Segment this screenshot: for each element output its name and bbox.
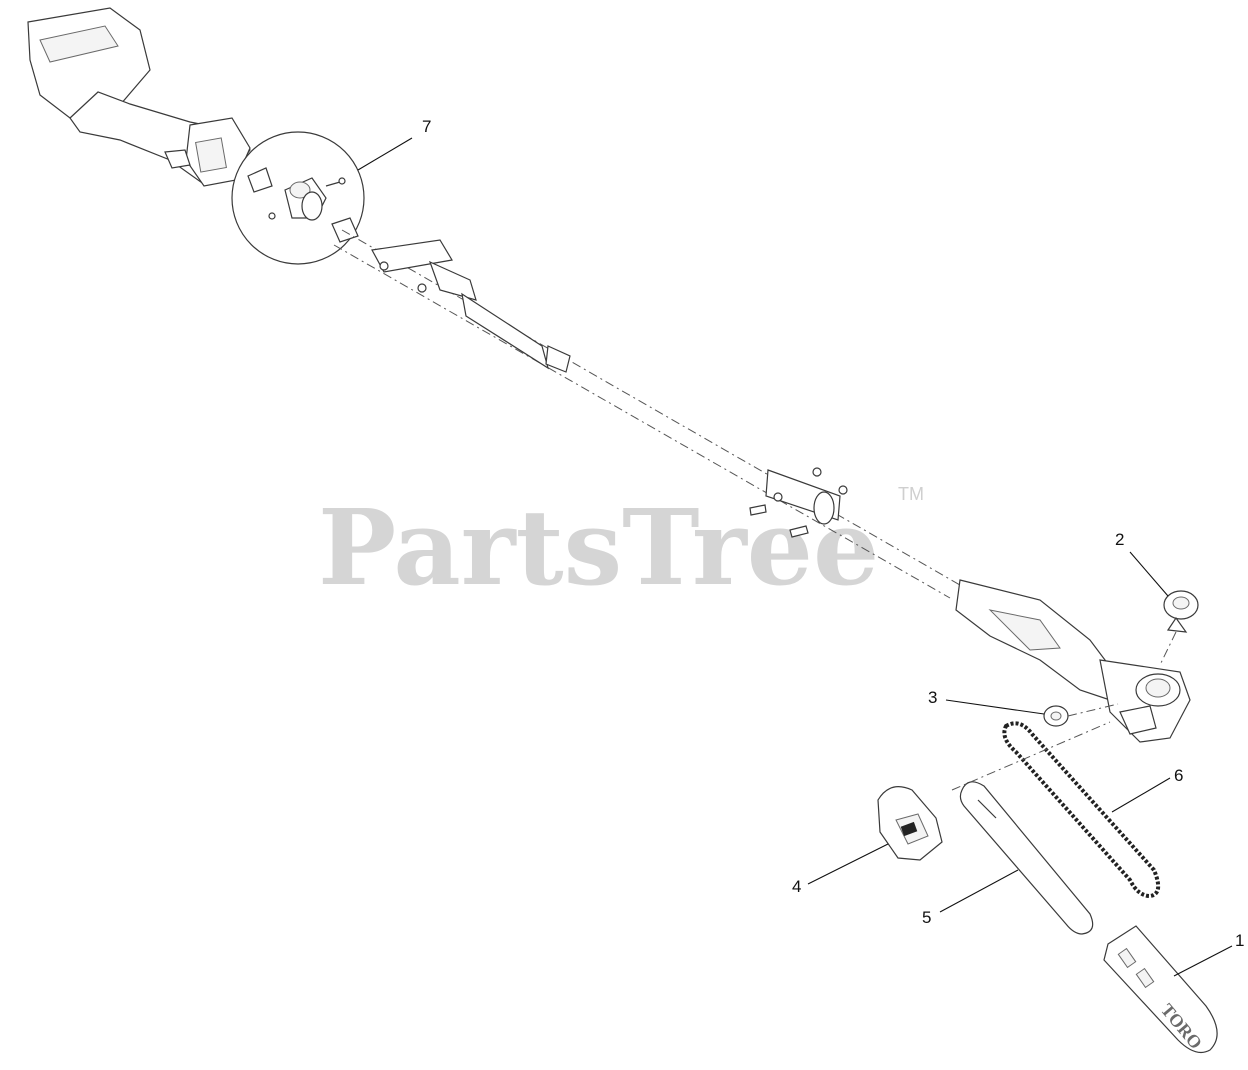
callout-label-3: 3	[928, 688, 937, 707]
callout-7: 7	[357, 117, 431, 171]
callout-2: 2	[1115, 530, 1169, 597]
guide-bar	[951, 721, 1111, 935]
coupler-detail-circle	[231, 131, 365, 265]
callout-6: 6	[1111, 766, 1183, 813]
callout-label-7: 7	[422, 117, 431, 136]
bar-nut	[1159, 590, 1199, 666]
callout-4: 4	[792, 843, 889, 896]
power-head-handle	[27, 7, 251, 187]
callout-5: 5	[922, 869, 1019, 927]
callout-label-6: 6	[1174, 766, 1183, 785]
callout-label-1: 1	[1235, 931, 1244, 950]
sprocket-cover	[877, 786, 943, 861]
callout-3: 3	[928, 688, 1045, 715]
watermark-trademark: TM	[898, 484, 924, 504]
saw-head-housing	[955, 579, 1191, 743]
callout-1: 1	[1173, 931, 1244, 977]
pole-shaft	[333, 229, 961, 599]
sprocket	[1043, 703, 1119, 727]
callout-label-2: 2	[1115, 530, 1124, 549]
watermark-text: PartsTree	[318, 486, 879, 609]
callout-label-4: 4	[792, 877, 801, 896]
bar-scabbard: TORO	[1103, 925, 1218, 1053]
partstree-watermark: PartsTree TM	[318, 484, 924, 609]
saw-chain	[1002, 721, 1161, 899]
callout-label-5: 5	[922, 908, 931, 927]
